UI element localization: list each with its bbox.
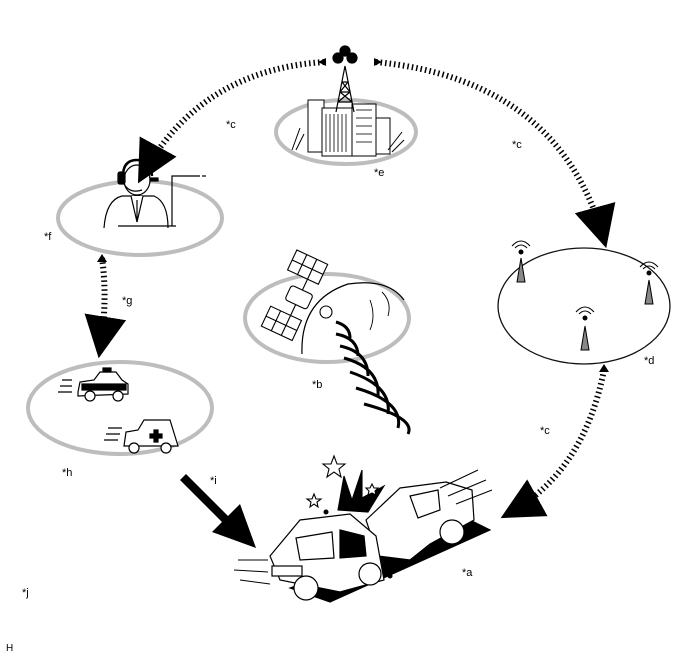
- label-e: *e: [374, 167, 385, 179]
- ring-satellite: [243, 272, 411, 364]
- operator-headset-icon: [103, 158, 206, 229]
- arrow-icon: [168, 474, 256, 548]
- label-a: *a: [462, 567, 473, 579]
- label-d: *d: [644, 355, 655, 367]
- collision-star-icon: [305, 454, 393, 579]
- ambulance-icon: [104, 419, 179, 454]
- satellite-icon: [260, 249, 333, 342]
- label-c-top-right: *c: [512, 139, 522, 151]
- city-buildings-icon: [291, 99, 405, 157]
- ring-emergency-vehicles: [26, 360, 214, 456]
- label-c-top-left: *c: [226, 119, 236, 131]
- earth-icon: [301, 282, 405, 355]
- ring-city-tower: [274, 98, 418, 166]
- comm-link-tower-operator: [137, 58, 326, 184]
- label-c-bottom-right: *c: [540, 425, 550, 437]
- label-f: *f: [44, 231, 52, 243]
- cell-antenna-icon: [511, 240, 659, 351]
- footer-code: H: [6, 643, 14, 654]
- comm-link-tower-cell: [374, 58, 616, 249]
- label-b: *b: [312, 379, 323, 391]
- police-car-icon: [58, 367, 129, 402]
- satellite-signal-waves: [335, 320, 411, 435]
- radio-tower-icon: [332, 45, 358, 113]
- comm-link-operator-vehicles: [84, 254, 127, 359]
- label-j: *j: [22, 587, 29, 599]
- comm-link-cell-crash: [500, 364, 609, 519]
- label-i: *i: [210, 475, 217, 487]
- label-g: *g: [122, 295, 133, 307]
- crashed-cars-icon: [233, 469, 493, 603]
- label-h: *h: [62, 467, 73, 479]
